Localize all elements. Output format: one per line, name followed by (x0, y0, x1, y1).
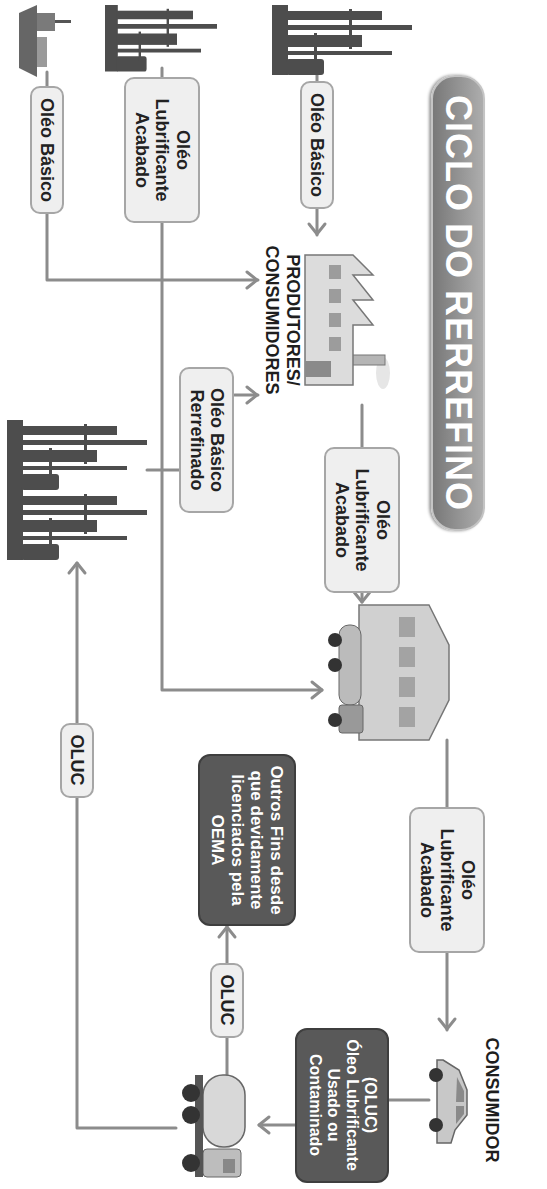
connector (47, 214, 258, 288)
arrowhead-part (259, 1117, 269, 1133)
connector (219, 926, 235, 963)
arrowhead (439, 1019, 455, 1029)
connector (389, 1100, 429, 1101)
refinery-illustration (7, 490, 147, 560)
refinery-illustration (7, 420, 147, 490)
factory-illustration-part (329, 289, 341, 303)
factory-illustration-part (305, 361, 331, 377)
factory-illustration-part (351, 355, 385, 365)
plant-illustration-part (399, 707, 415, 727)
connector (362, 405, 363, 447)
plant-illustration-part (339, 705, 363, 733)
arrowhead-part (69, 563, 85, 573)
node-text: OLUC (217, 975, 238, 1026)
factory-illustration-part (329, 337, 341, 351)
plant-illustration-part (399, 677, 415, 697)
flow-label-box: Oléo Lubrificante Acabado (124, 77, 200, 223)
refinery-illustration (105, 5, 217, 72)
truck-illustration-part (182, 1106, 200, 1124)
flow-label-box: OLUC (60, 723, 95, 798)
plant-illustration (328, 605, 449, 740)
connector-line (446, 953, 449, 1030)
node-text: Oléo Lubrificante Acabado (331, 459, 393, 581)
arrowhead (219, 927, 235, 937)
connector (309, 209, 325, 235)
ship-illustration-part (55, 20, 71, 23)
plant-illustration-part (339, 625, 361, 705)
connector-line (47, 214, 258, 280)
arrowhead-part (354, 592, 370, 602)
truck-illustration-part (203, 1149, 241, 1177)
arrowhead (247, 272, 257, 288)
arrowhead (247, 387, 257, 403)
car-illustration (429, 1060, 467, 1143)
title-banner: CICLO DO RERREFINO (431, 75, 485, 531)
node-text: Oléo Lubrificante Acabado (416, 819, 478, 941)
flow-label-box: Oléo Lubrificante Acabado (324, 447, 400, 593)
connector-line (226, 926, 229, 963)
arrowhead (309, 224, 325, 234)
plant-illustration-part (359, 605, 449, 740)
connector (235, 387, 259, 403)
flow-label-box: Oléo Básico (300, 81, 335, 209)
truck-illustration-part (182, 1084, 200, 1102)
node-text: PRODUTORES/ CONSUMIDORES (262, 235, 303, 405)
refinery-illustration (272, 5, 412, 75)
ship-illustration-part (37, 13, 55, 31)
illustration-node: CONSUMIDOR (429, 1030, 502, 1170)
truck-illustration-part (203, 1075, 245, 1147)
node-text: Oléo Básico (307, 93, 328, 197)
node-text: Oléo Básico (37, 98, 58, 202)
node-text: CONSUMIDOR (481, 1030, 502, 1170)
connector-line (361, 405, 364, 447)
factory-illustration (305, 255, 390, 389)
truck-illustration-part (223, 1159, 235, 1173)
car-illustration-part (429, 1068, 443, 1082)
connector-line (389, 1099, 429, 1102)
car-illustration-part (456, 1106, 464, 1124)
flow-label-box: Oléo Básico (30, 86, 65, 214)
ship-illustration (19, 5, 71, 77)
node-body-text: Óleo Lubrificante Usado ou Contaminado (305, 1038, 360, 1173)
plant-illustration-part (328, 658, 342, 672)
node-text: Outros Fins desde que devidamente licenc… (208, 764, 286, 916)
plant-illustration-part (328, 713, 342, 727)
node-text: Oléo Básico Rerrefinado (186, 379, 227, 501)
title-text: CICLO DO RERREFINO (438, 95, 479, 511)
process-box: (OLUC)Óleo Lubrificante Usado ou Contami… (295, 1028, 389, 1183)
factory-illustration-part (329, 265, 341, 279)
ship-illustration-part (19, 5, 37, 77)
plant-illustration-part (328, 633, 342, 647)
plant-illustration-part (399, 647, 415, 667)
car-illustration-part (456, 1077, 464, 1102)
illustration-node: PRODUTORES/ CONSUMIDORES (258, 235, 395, 405)
node-text: OLUC (67, 735, 88, 786)
truck-illustration-part (182, 1154, 200, 1172)
flow-label-box: Oléo Básico Rerrefinado (179, 367, 234, 513)
node-text: (OLUC) (361, 1038, 379, 1173)
arrowhead-part (312, 682, 322, 698)
flow-label-box: OLUC (210, 963, 245, 1038)
connector (439, 953, 455, 1030)
flow-line (47, 68, 447, 1128)
factory-illustration-part (305, 255, 373, 385)
plant-illustration-part (399, 617, 415, 637)
car-illustration-part (429, 1118, 443, 1132)
flow-label-box: Oléo Lubrificante Acabado (409, 807, 485, 953)
node-text: Oléo Lubrificante Acabado (131, 89, 193, 211)
truck-illustration (182, 1075, 245, 1177)
ship-illustration-part (37, 37, 47, 67)
factory-illustration-part (329, 313, 341, 327)
process-box: Outros Fins desde que devidamente licenc… (198, 754, 296, 926)
